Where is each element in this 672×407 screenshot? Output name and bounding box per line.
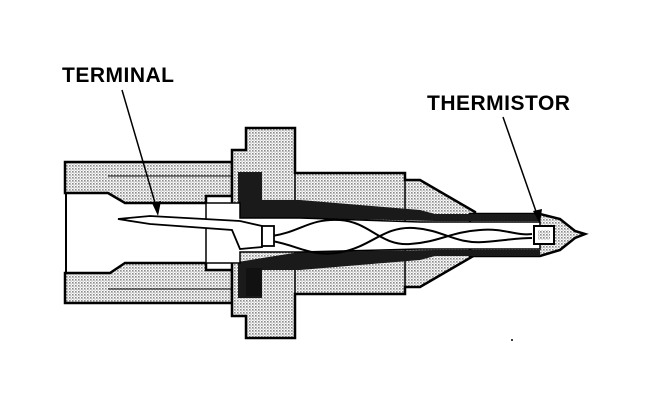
lead-wires xyxy=(271,218,533,255)
insulator xyxy=(238,172,540,298)
connector-shell xyxy=(63,160,234,305)
leader-lines xyxy=(121,89,542,224)
thermistor-bead xyxy=(533,225,555,245)
terminal-label: TERMINAL xyxy=(62,64,175,87)
speck-dot xyxy=(511,339,513,341)
terminal-pin xyxy=(117,215,275,250)
thermistor-label: THERMISTOR xyxy=(427,92,571,115)
